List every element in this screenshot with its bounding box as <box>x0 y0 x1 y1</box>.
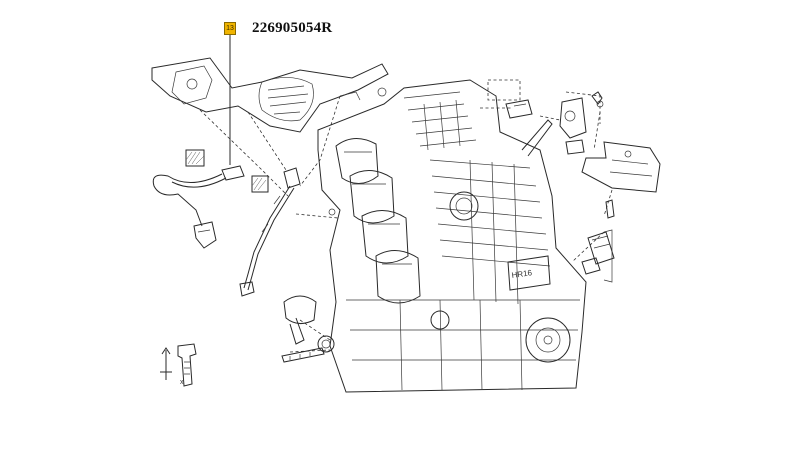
callout-badge[interactable]: 13 <box>224 22 236 35</box>
part-number-label: 226905054R <box>252 20 333 36</box>
engine-mark-text: HR16 <box>511 268 533 280</box>
torque-symbol-icon <box>185 149 269 193</box>
assembly-guide-lines <box>199 79 613 353</box>
engine-block: HR16 <box>317 79 587 393</box>
oxygen-sensor-upstream <box>152 165 245 249</box>
oxygen-sensor-downstream <box>239 167 301 297</box>
exhaust-catalyst-assembly <box>151 57 389 133</box>
camshaft-sensor-group <box>505 91 603 155</box>
sensor-bracket <box>581 141 661 193</box>
svg-text:x: x <box>180 379 184 386</box>
bolt-axis-icon: x <box>160 343 197 387</box>
crankshaft-sensor <box>581 199 615 283</box>
knock-sensor <box>281 295 325 363</box>
